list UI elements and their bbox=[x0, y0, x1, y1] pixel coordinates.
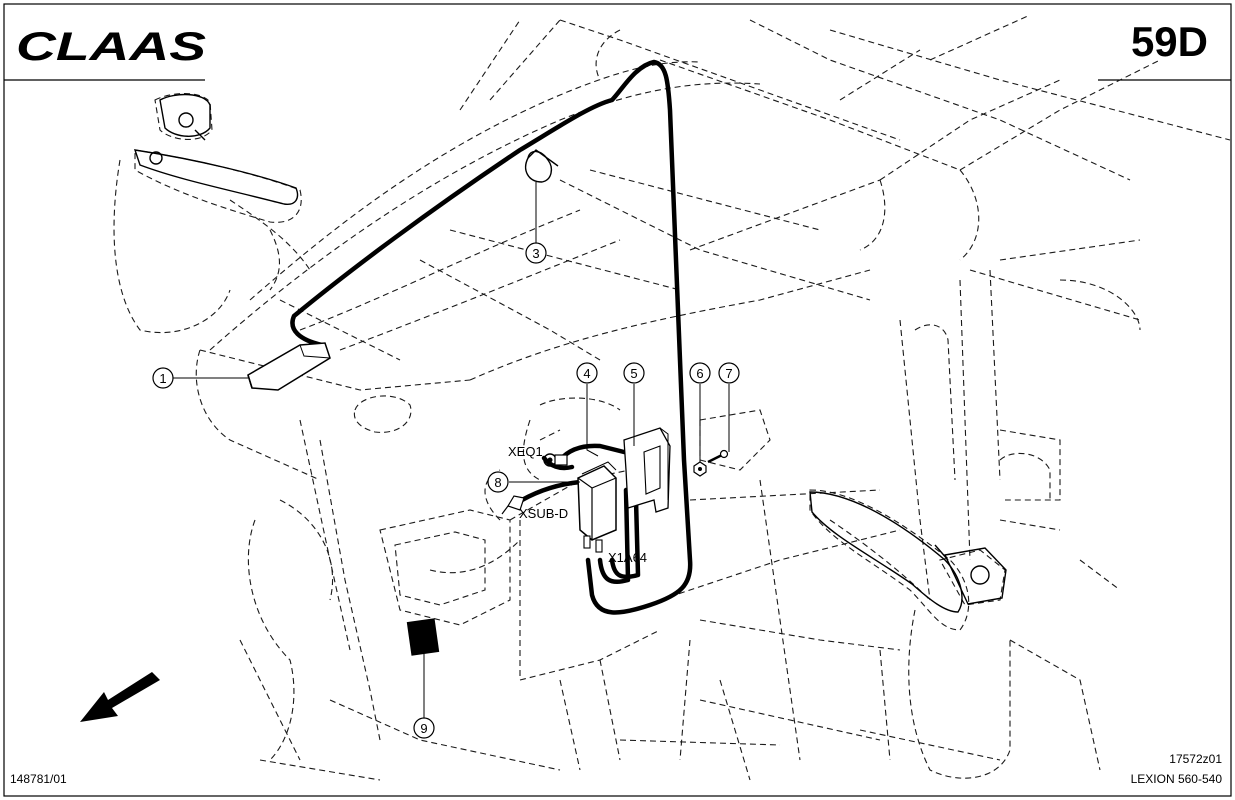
screw bbox=[707, 449, 729, 464]
nut bbox=[693, 461, 707, 477]
callout-3: 3 bbox=[525, 242, 547, 264]
cable-clip bbox=[524, 149, 559, 183]
callout-1-number: 1 bbox=[159, 371, 166, 386]
sheet-border bbox=[3, 3, 1232, 797]
plate bbox=[406, 618, 440, 656]
callout-9: 9 bbox=[413, 717, 435, 739]
callout-4: 4 bbox=[576, 362, 598, 384]
callout-3-number: 3 bbox=[532, 246, 539, 261]
label-x1a64: X1A64 bbox=[608, 550, 647, 565]
brand-logo: CLAAS bbox=[16, 25, 206, 69]
callout-6-number: 6 bbox=[696, 366, 703, 381]
callouts: 1 3 4 5 6 7 8 9 bbox=[152, 242, 740, 739]
wire-harness-main bbox=[290, 59, 693, 615]
connector-xsub-d bbox=[501, 495, 525, 515]
model-name: LEXION 560-540 bbox=[1131, 772, 1223, 786]
leader-lines bbox=[170, 182, 730, 720]
cab-structure-dashed bbox=[113, 14, 1231, 781]
right-mirror-arm bbox=[809, 491, 1007, 613]
label-xsub-d: XSUB-D bbox=[519, 506, 568, 521]
callout-5: 5 bbox=[623, 362, 645, 384]
connector-xeq1 bbox=[543, 453, 568, 467]
doc-id: 148781/01 bbox=[10, 772, 67, 786]
arrow-down-left-icon bbox=[80, 672, 160, 722]
sheet-number: 59D bbox=[1131, 18, 1208, 65]
callout-4-number: 4 bbox=[583, 366, 590, 381]
drawing-id: 17572z01 bbox=[1169, 752, 1222, 766]
callout-7: 7 bbox=[718, 362, 740, 384]
callout-1: 1 bbox=[152, 367, 174, 389]
callout-5-number: 5 bbox=[630, 366, 637, 381]
control-module bbox=[577, 461, 617, 541]
label-xeq1: XEQ1 bbox=[508, 444, 543, 459]
callout-9-number: 9 bbox=[420, 721, 427, 736]
callout-8: 8 bbox=[487, 471, 509, 493]
callout-8-number: 8 bbox=[494, 475, 501, 490]
display-unit bbox=[247, 342, 331, 391]
callout-7-number: 7 bbox=[725, 366, 732, 381]
left-mirror-arm bbox=[133, 93, 299, 205]
connector-x1a64 bbox=[583, 535, 603, 553]
mounting-bracket bbox=[623, 427, 671, 513]
callout-6: 6 bbox=[689, 362, 711, 384]
